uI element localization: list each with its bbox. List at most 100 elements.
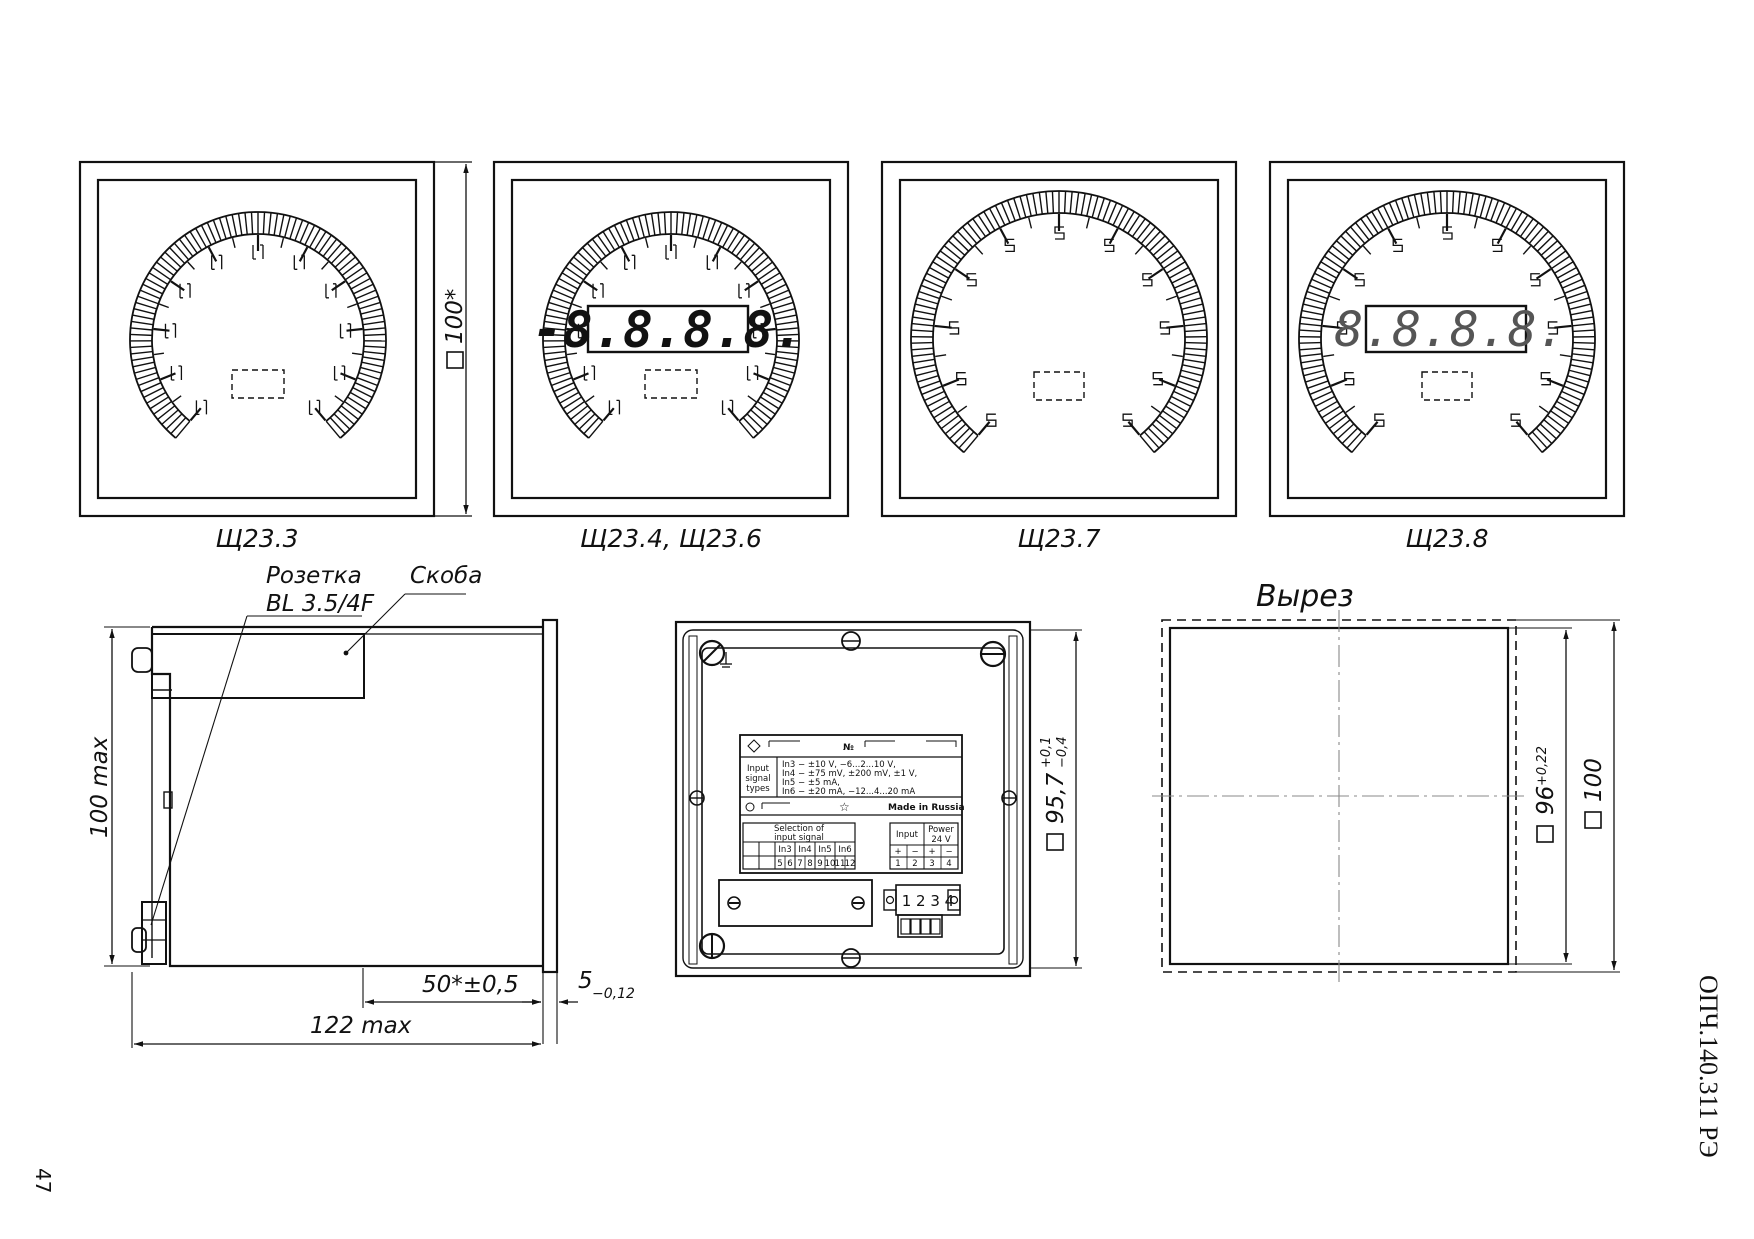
scale-line xyxy=(1171,272,1192,284)
scale-line xyxy=(1173,390,1194,402)
scale-line xyxy=(172,395,182,403)
scale-line xyxy=(929,266,950,279)
scale-line xyxy=(362,320,385,326)
scale-line xyxy=(356,377,378,387)
scale-line xyxy=(565,266,585,281)
scale-line xyxy=(1136,222,1152,241)
scale-line xyxy=(341,261,360,277)
selection-head-in3: In3 xyxy=(778,845,791,855)
scale-line xyxy=(130,327,153,331)
digit-placeholder xyxy=(308,399,321,416)
scale-line xyxy=(1382,205,1394,226)
depth-dim: 50*±0,5 xyxy=(422,972,519,998)
scale-line xyxy=(206,222,217,243)
digit-placeholder xyxy=(1392,238,1403,253)
selection-pin-12: 12 xyxy=(845,859,856,869)
scale-line xyxy=(157,405,176,420)
scale-line xyxy=(930,400,950,413)
scale-line xyxy=(600,261,608,270)
plate-type-in3: In3 − ±10 V, −6...2...10 V, xyxy=(782,760,896,770)
scale-line xyxy=(153,352,165,356)
scale-line xyxy=(739,242,756,261)
scale-line xyxy=(583,417,600,435)
scale-line xyxy=(1180,369,1203,377)
flange-dim: 5 xyxy=(578,968,593,994)
scale-line xyxy=(644,214,651,237)
scale-line xyxy=(353,283,374,295)
scale-line xyxy=(776,333,799,337)
scale-line xyxy=(586,242,603,261)
scale-line xyxy=(921,385,943,396)
digit-placeholder xyxy=(738,283,750,299)
digit-placeholder xyxy=(252,244,264,260)
scale-line xyxy=(231,214,238,237)
square-symbol xyxy=(446,351,464,369)
plate-type-in6: In6 − ±20 mA, −12...4...20 mA xyxy=(782,787,915,797)
scale-line xyxy=(585,395,595,403)
side-knob-top xyxy=(131,647,153,673)
scale-line xyxy=(1317,266,1338,279)
scale-arc-edge xyxy=(564,233,778,422)
scale-line xyxy=(1388,202,1399,224)
scale-line xyxy=(338,256,356,272)
scale-line xyxy=(1127,421,1141,436)
scale-line xyxy=(337,409,355,425)
scale-line xyxy=(130,345,153,349)
scale-line xyxy=(1371,211,1384,231)
scale-line xyxy=(137,295,159,305)
scale-line xyxy=(218,217,227,240)
terminal-pin-3: 3 xyxy=(929,859,934,869)
scale-line xyxy=(1547,250,1567,265)
scale-line xyxy=(566,327,583,332)
scale-line xyxy=(750,409,768,425)
digit-placeholder xyxy=(211,254,223,270)
scale-line xyxy=(1013,197,1022,220)
scale-line xyxy=(1299,341,1322,344)
scale-line xyxy=(963,435,979,453)
rear-view: № Input signal types In3 − ±10 V, −6...2… xyxy=(674,620,1082,978)
scale-line xyxy=(1572,347,1595,351)
scale-line xyxy=(1563,385,1585,396)
scale-line xyxy=(173,242,190,261)
scale-line xyxy=(573,372,589,381)
scale-line xyxy=(548,371,571,381)
scale-line xyxy=(941,295,953,301)
led-display-2 xyxy=(586,304,750,354)
scale-line xyxy=(1349,226,1366,244)
scale-line xyxy=(1299,353,1322,358)
scale-line xyxy=(543,350,566,355)
scale-line xyxy=(1539,423,1557,440)
digit-placeholder xyxy=(1004,238,1015,253)
scale-line xyxy=(776,327,799,331)
scale-line xyxy=(545,314,568,321)
scale-line xyxy=(988,207,1001,229)
scale-line xyxy=(148,272,169,285)
scale-line xyxy=(1522,245,1532,255)
scale-line xyxy=(926,272,947,284)
scale-line xyxy=(566,352,578,356)
scale-line xyxy=(195,227,207,248)
bracket-label: Скоба xyxy=(410,563,482,589)
scale-line xyxy=(340,405,359,420)
scale-line xyxy=(734,261,742,270)
scale-line xyxy=(1566,290,1588,300)
scale-line xyxy=(1321,405,1341,419)
scale-line xyxy=(966,222,982,241)
digit-placeholder xyxy=(325,283,337,299)
scale-line xyxy=(1032,193,1038,216)
plate-input-1: Input xyxy=(747,764,770,774)
side-view: Розетка BL 3.5/4F Скоба 100 max 50*±0,5 … xyxy=(87,563,635,1048)
scale-line xyxy=(334,395,344,403)
scale-line xyxy=(1484,197,1493,220)
scale-line xyxy=(774,361,797,368)
scale-line xyxy=(152,266,172,281)
scale-line xyxy=(1151,423,1169,440)
scale-line xyxy=(760,303,770,309)
scale-line xyxy=(578,413,596,430)
scale-line xyxy=(1320,261,1340,274)
scale-line xyxy=(944,419,963,435)
scale-line xyxy=(756,400,776,415)
scale-line xyxy=(346,327,363,332)
digit-placeholder xyxy=(333,365,346,381)
scale-line xyxy=(775,356,798,362)
